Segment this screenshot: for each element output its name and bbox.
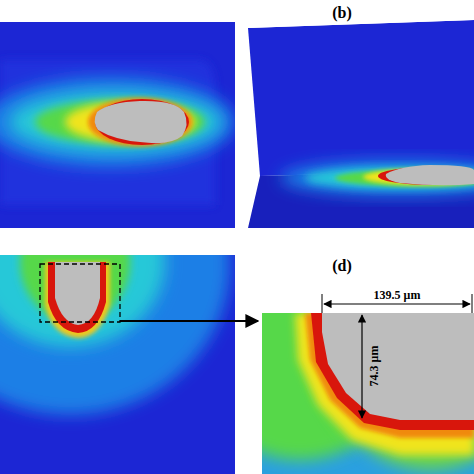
panel-letter: (d)	[332, 257, 352, 275]
zoom-arrow	[120, 320, 258, 322]
dimension-label: 74.3 μm	[367, 346, 382, 387]
panel-b	[248, 20, 474, 228]
dimension-label: 139.5 μm	[374, 288, 421, 303]
panel-c	[0, 255, 235, 474]
panel-d	[262, 313, 474, 474]
panel-letter: (b)	[332, 4, 352, 22]
panel-a	[0, 22, 235, 228]
dimension-lines	[322, 294, 472, 418]
